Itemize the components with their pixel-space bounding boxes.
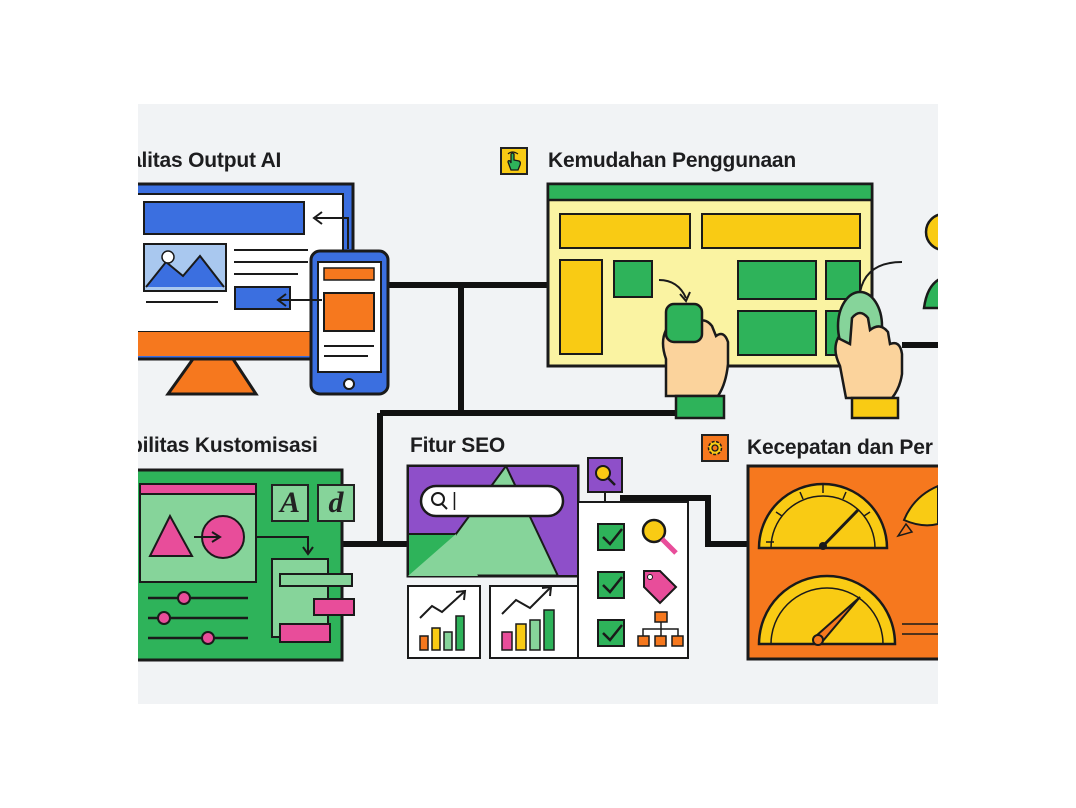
title-speed: Kecepatan dan Per xyxy=(747,436,933,459)
title-ai-output: alitas Output AI xyxy=(138,149,282,172)
connector-lines xyxy=(342,282,938,547)
title-customization: bilitas Kustomisasi xyxy=(138,434,318,457)
font-glyph-d: d xyxy=(317,484,355,522)
customization-illustration xyxy=(138,468,355,662)
hand-pointer-icon xyxy=(500,147,528,175)
seo-illustration xyxy=(406,457,689,659)
title-ease-of-use: Kemudahan Penggunaan xyxy=(548,149,797,172)
speed-illustration xyxy=(746,464,938,661)
search-cursor: | xyxy=(452,490,457,511)
gear-icon xyxy=(701,434,729,462)
title-seo: Fitur SEO xyxy=(410,434,506,457)
diagram-canvas: alitas Output AI Kemudahan Penggunaan bi… xyxy=(138,104,938,704)
ease-of-use-illustration xyxy=(546,182,938,420)
font-glyph-a: A xyxy=(271,484,309,522)
diagram-artwork xyxy=(138,182,938,662)
ai-output-illustration xyxy=(138,182,390,396)
